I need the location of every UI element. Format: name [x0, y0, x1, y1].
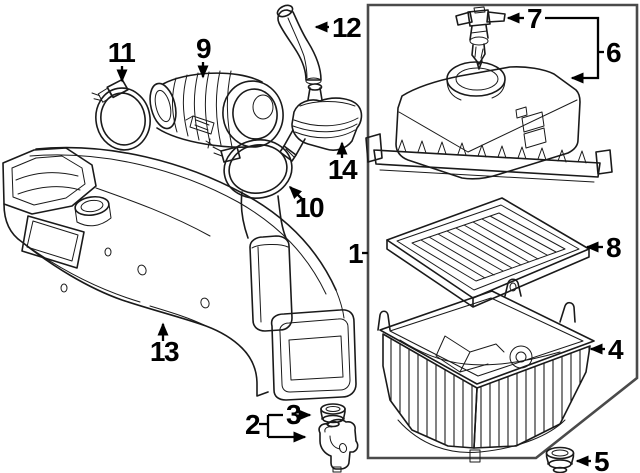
resonator-drawing — [279, 83, 363, 162]
corrugated-hose-drawing — [149, 70, 284, 148]
callout-8: 8 — [585, 232, 623, 263]
callout-11: 11 — [108, 37, 137, 83]
callout-7-label[interactable]: 7 — [527, 3, 544, 34]
callout-8-label[interactable]: 8 — [606, 232, 623, 263]
callout-2-label[interactable]: 2 — [245, 409, 262, 440]
air-inlet-hose-drawing — [276, 4, 322, 85]
maf-sensor-drawing — [455, 6, 506, 70]
callout-1-label[interactable]: 1 — [348, 238, 365, 269]
callout-1: 1 — [348, 238, 368, 269]
callout-6: 6 — [545, 16, 623, 84]
callout-5-label[interactable]: 5 — [594, 446, 611, 473]
callout-5: 5 — [575, 446, 611, 473]
air-cleaner-cap-drawing — [365, 61, 613, 183]
callout-14-label[interactable]: 14 — [328, 154, 360, 185]
callout-2: 2 — [245, 409, 307, 443]
assembly-boundary-box — [366, 3, 639, 460]
callout-9: 9 — [196, 33, 213, 79]
air-filter-element-drawing — [386, 197, 590, 308]
callout-11-label[interactable]: 11 — [108, 37, 137, 68]
callout-3-label[interactable]: 3 — [286, 399, 303, 430]
callout-6-label[interactable]: 6 — [606, 37, 623, 68]
bracket-drawing — [318, 418, 359, 473]
callout-4-label[interactable]: 4 — [608, 334, 626, 365]
hose-clamp-11-drawing — [91, 78, 151, 151]
callout-9-label[interactable]: 9 — [196, 33, 213, 64]
callout-13: 13 — [150, 322, 181, 367]
callout-3: 3 — [286, 399, 312, 430]
callout-4: 4 — [589, 334, 626, 365]
intake-duct-drawing — [2, 146, 357, 401]
grommet-5-drawing — [545, 446, 575, 473]
filter-pleats — [420, 215, 557, 279]
callout-10-label[interactable]: 10 — [295, 192, 326, 223]
hose-clamp-10-drawing — [205, 138, 293, 199]
callout-7: 7 — [506, 3, 544, 34]
cap-clips — [397, 139, 587, 164]
air-cleaner-case-drawing — [377, 278, 595, 463]
hose-corrugations — [171, 70, 233, 148]
callout-10: 10 — [288, 185, 326, 223]
callout-12-label[interactable]: 12 — [332, 12, 363, 43]
callout-12: 12 — [314, 12, 363, 43]
callout-13-label[interactable]: 13 — [150, 336, 181, 367]
callout-14: 14 — [328, 141, 360, 185]
